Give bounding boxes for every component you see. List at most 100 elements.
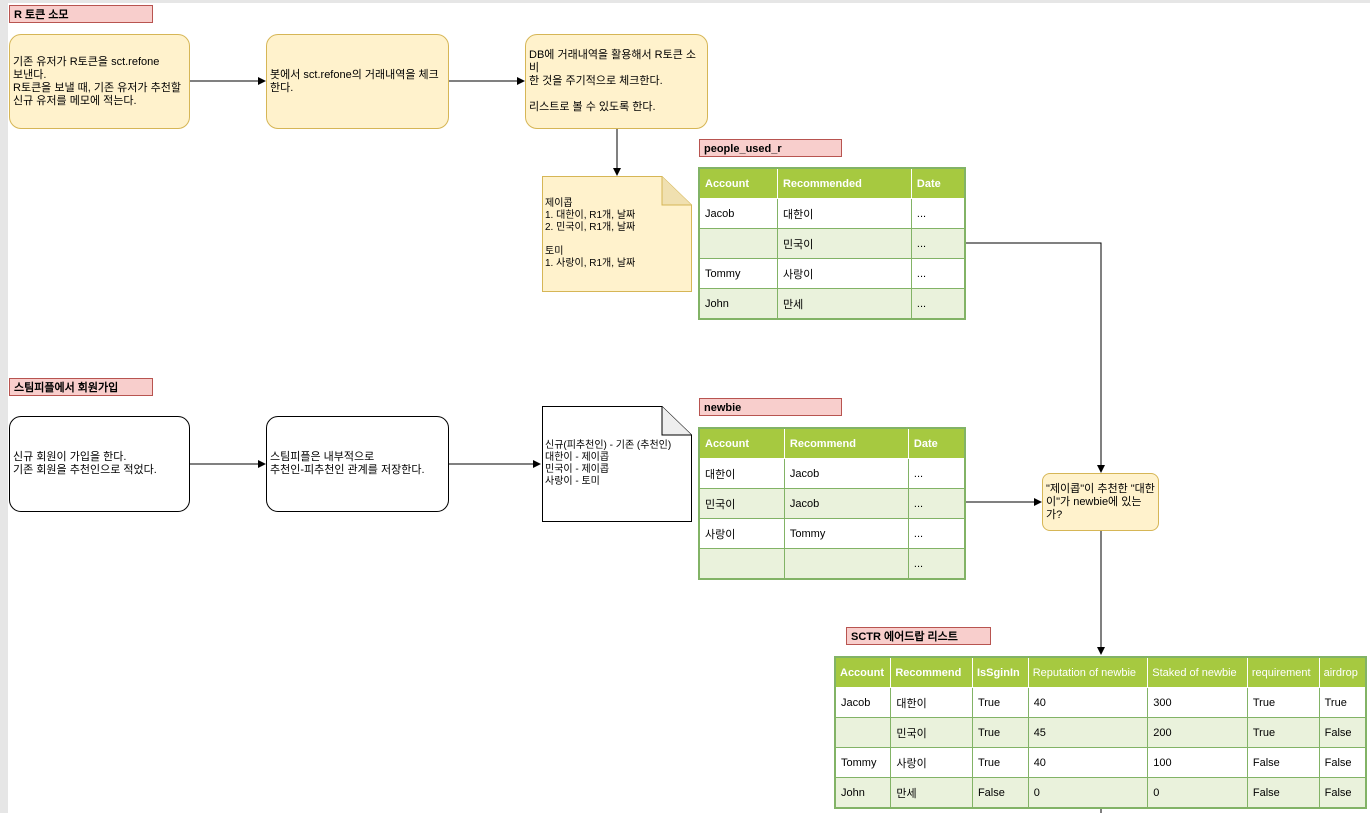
cell: 100	[1147, 747, 1248, 778]
decision-box: "제이콥"이 추천한 "대한 이"가 newbie에 있는 가?	[1042, 473, 1159, 531]
col-header: Account	[834, 656, 892, 688]
arrow-people-decision	[966, 242, 1105, 473]
cell: True	[971, 687, 1029, 718]
cell: 민국이	[890, 717, 973, 748]
cell: True	[971, 747, 1029, 778]
col-header: requirement	[1246, 656, 1320, 688]
cell: 사랑이	[890, 747, 973, 778]
cell: ...	[907, 488, 966, 519]
cell: Jacob	[783, 488, 909, 519]
label-sctr-airdrop: SCTR 에어드랍 리스트	[846, 627, 991, 645]
table-sctr-airdrop: Account Recommend IsSginIn Reputation of…	[834, 656, 1367, 809]
cell: 40	[1027, 747, 1149, 778]
cell: 0	[1027, 777, 1149, 809]
box-steempeople-store: 스팀피플은 내부적으로 추천인-피추천인 관계를 저장한다.	[266, 416, 449, 512]
cell: ...	[907, 458, 966, 489]
canvas-left-border	[0, 0, 8, 813]
table-row: 민국이...	[698, 228, 966, 259]
cell: False	[1318, 747, 1367, 778]
note-referral-relations: 신규(피추천인) - 기존 (추천인) 대한이 - 제이콥 민국이 - 제이콥 …	[542, 406, 692, 522]
cell	[834, 717, 892, 748]
cell	[698, 548, 785, 580]
cell: ...	[910, 198, 966, 229]
cell: Tommy	[698, 258, 778, 289]
cell: Jacob	[834, 687, 892, 718]
cell: True	[1246, 687, 1320, 718]
cell: 민국이	[698, 488, 785, 519]
col-header: Staked of newbie	[1147, 656, 1248, 688]
cell: 200	[1147, 717, 1248, 748]
box-send-r-token: 기존 유저가 R토큰을 sct.refone 보낸다. R토큰을 보낼 때, 기…	[9, 34, 190, 129]
box-bot-check: 봇에서 sct.refone의 거래내역을 체크 한다.	[266, 34, 449, 129]
cell: False	[1318, 777, 1367, 809]
cell: False	[1246, 747, 1320, 778]
cell: Jacob	[783, 458, 909, 489]
note-referral-relations-text: 신규(피추천인) - 기존 (추천인) 대한이 - 제이콥 민국이 - 제이콥 …	[545, 440, 672, 487]
cell: True	[1318, 687, 1367, 718]
cell: 만세	[776, 288, 912, 320]
label-r-token: R 토큰 소모	[9, 5, 153, 23]
col-header: Recommend	[783, 427, 909, 459]
cell: Tommy	[834, 747, 892, 778]
col-header: Recommend	[890, 656, 973, 688]
cell: 300	[1147, 687, 1248, 718]
cell: ...	[907, 548, 966, 580]
col-header: Account	[698, 167, 778, 199]
cell: 대한이	[890, 687, 973, 718]
cell: Jacob	[698, 198, 778, 229]
cell: True	[1246, 717, 1320, 748]
col-header: Date	[910, 167, 966, 199]
col-header: Account	[698, 427, 785, 459]
cell: ...	[910, 258, 966, 289]
cell: John	[834, 777, 892, 809]
col-header: IsSginIn	[971, 656, 1029, 688]
cell: False	[1246, 777, 1320, 809]
cell: False	[971, 777, 1029, 809]
canvas-top-border	[0, 0, 1370, 3]
note-shape-icon	[542, 176, 692, 292]
cell: John	[698, 288, 778, 320]
cell: 사랑이	[698, 518, 785, 549]
col-header: airdrop	[1318, 656, 1367, 688]
label-newbie: newbie	[699, 398, 842, 416]
cell: 대한이	[776, 198, 912, 229]
cell: False	[1318, 717, 1367, 748]
cell: True	[971, 717, 1029, 748]
cell	[783, 548, 909, 580]
box-db-check: DB에 거래내역을 활용해서 R토큰 소비 한 것을 주기적으로 체크한다. 리…	[525, 34, 708, 129]
cell: ...	[910, 228, 966, 259]
cell: Tommy	[783, 518, 909, 549]
note-shape-icon	[542, 406, 692, 522]
cell: 사랑이	[776, 258, 912, 289]
cell	[698, 228, 778, 259]
cell: 대한이	[698, 458, 785, 489]
cell: ...	[910, 288, 966, 320]
cell: 민국이	[776, 228, 912, 259]
col-header: Reputation of newbie	[1027, 656, 1149, 688]
label-people-used-r: people_used_r	[699, 139, 842, 157]
note-r-token-memo-text: 제이콥 1. 대한이, R1개, 날짜 2. 민국이, R1개, 날짜 토미 1…	[545, 198, 636, 269]
label-steempeople: 스팀피플에서 회원가입	[9, 378, 153, 396]
col-header: Recommended	[776, 167, 912, 199]
cell: 45	[1027, 717, 1149, 748]
col-header: Date	[907, 427, 966, 459]
cell: 0	[1147, 777, 1248, 809]
note-r-token-memo: 제이콥 1. 대한이, R1개, 날짜 2. 민국이, R1개, 날짜 토미 1…	[542, 176, 692, 292]
cell: 만세	[890, 777, 973, 809]
box-new-member-signup: 신규 회원이 가입을 한다. 기존 회원을 추천인으로 적었다.	[9, 416, 190, 512]
cell: ...	[907, 518, 966, 549]
cell: 40	[1027, 687, 1149, 718]
